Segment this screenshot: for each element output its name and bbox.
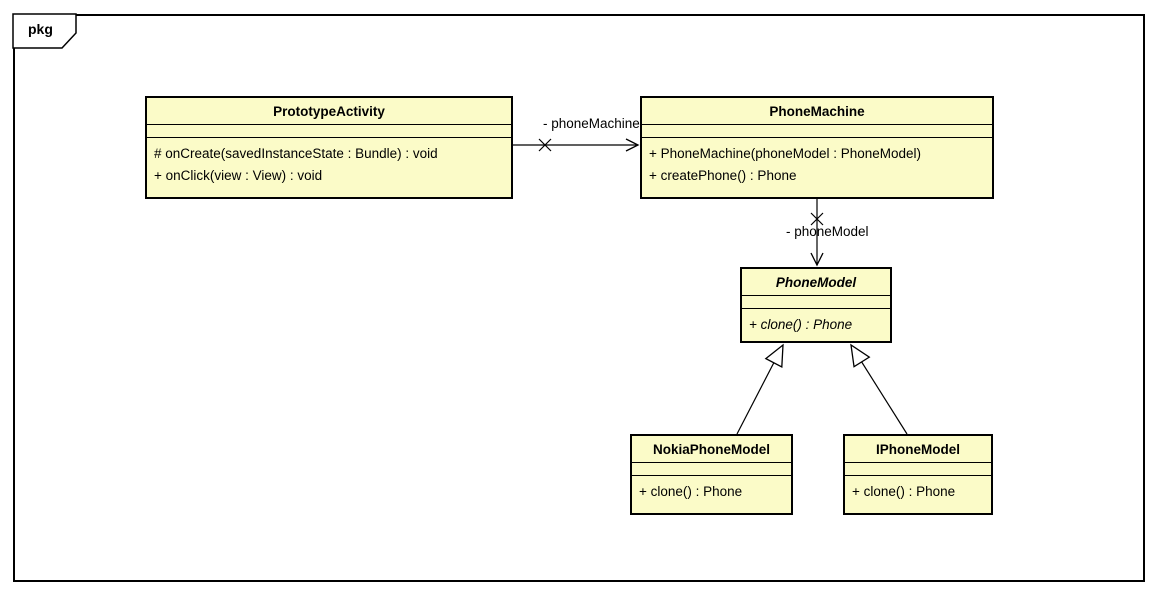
class-methods-compartment: + clone() : Phone [845, 476, 991, 513]
frame-tab-label: pkg [28, 21, 53, 37]
class-attributes-compartment [642, 125, 992, 138]
method: + clone() : Phone [749, 317, 853, 332]
class-phone-model[interactable]: PhoneModel + clone() : Phone [740, 267, 892, 343]
association-label-phone-model: - phoneModel [786, 224, 869, 239]
method: + onClick(view : View) : void [154, 168, 323, 183]
class-attributes-compartment [742, 296, 890, 309]
method: + clone() : Phone [639, 484, 743, 499]
class-title: PrototypeActivity [147, 98, 511, 125]
association-label-phone-machine: - phoneMachine [543, 116, 640, 131]
method: + clone() : Phone [852, 484, 956, 499]
class-attributes-compartment [632, 463, 791, 476]
class-nokia-phone-model[interactable]: NokiaPhoneModel + clone() : Phone [630, 434, 793, 515]
method: # onCreate(savedInstanceState : Bundle) … [154, 146, 438, 161]
class-title: PhoneModel [742, 269, 890, 296]
class-title: IPhoneModel [845, 436, 991, 463]
class-phone-machine[interactable]: PhoneMachine + PhoneMachine(phoneModel :… [640, 96, 994, 199]
package-frame-tab [12, 13, 77, 49]
frame-tab-pentagon [12, 13, 77, 49]
generalization-nokia-phone-model[interactable] [736, 343, 784, 435]
generalization-iphone-model[interactable] [850, 343, 908, 435]
class-methods-compartment: + clone() : Phone [632, 476, 791, 513]
non-navigable-cross-phone-machine [538, 138, 552, 152]
class-methods-compartment: + clone() : Phone [742, 309, 890, 341]
class-prototype-activity[interactable]: PrototypeActivity # onCreate(savedInstan… [145, 96, 513, 199]
class-attributes-compartment [147, 125, 511, 138]
class-methods-compartment: + PhoneMachine(phoneModel : PhoneModel) … [642, 138, 992, 197]
method: + PhoneMachine(phoneModel : PhoneModel) [649, 146, 922, 161]
class-iphone-model[interactable]: IPhoneModel + clone() : Phone [843, 434, 993, 515]
class-title: NokiaPhoneModel [632, 436, 791, 463]
method: + createPhone() : Phone [649, 168, 797, 183]
class-methods-compartment: # onCreate(savedInstanceState : Bundle) … [147, 138, 511, 197]
non-navigable-cross-phone-model [810, 212, 824, 226]
class-title: PhoneMachine [642, 98, 992, 125]
class-attributes-compartment [845, 463, 991, 476]
